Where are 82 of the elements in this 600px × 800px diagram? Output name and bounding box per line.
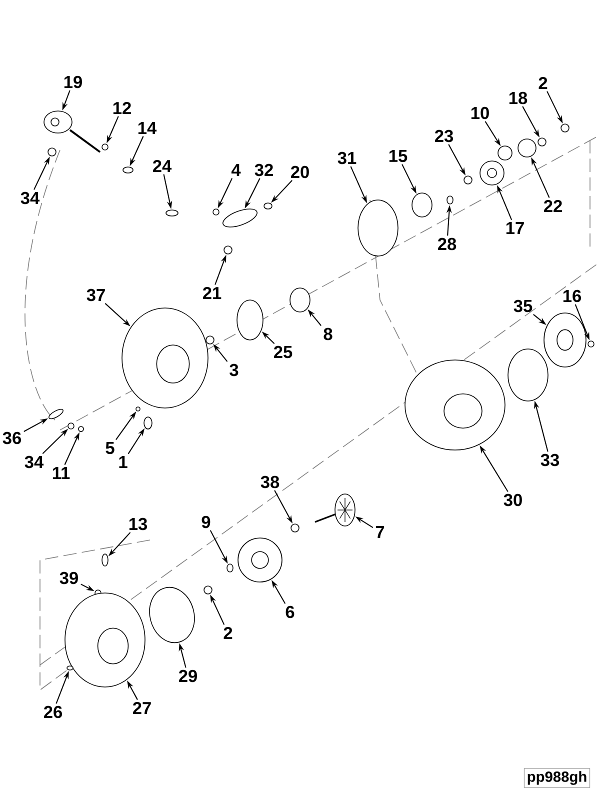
callout-number: 23	[434, 130, 454, 142]
part-outline	[206, 336, 214, 344]
part-outline	[560, 124, 570, 132]
part-outline	[212, 208, 220, 216]
callout-number: 19	[64, 76, 82, 88]
callout-number: 35	[514, 300, 532, 312]
wheel-drawing	[480, 160, 504, 186]
callout-number: 4	[231, 164, 241, 176]
part-outline	[538, 138, 546, 146]
callout-number: 22	[544, 200, 562, 212]
callout-number: 33	[540, 454, 560, 466]
part-outline	[224, 246, 232, 254]
callout-number: 34	[20, 192, 40, 204]
callout-number: 6	[286, 606, 294, 618]
housing-drawing	[64, 592, 146, 688]
callout-number: 14	[138, 122, 157, 134]
callout-number: 26	[44, 706, 62, 718]
callout-number: 10	[471, 106, 489, 120]
part-outline	[166, 210, 178, 216]
callout-number: 27	[132, 702, 151, 714]
actuator-drawing	[44, 110, 101, 153]
part-outline	[102, 144, 108, 150]
part-outline	[102, 554, 108, 566]
callout-number: 1	[119, 456, 128, 468]
part-outline	[66, 666, 74, 670]
part-outline	[264, 202, 272, 210]
part-outline	[508, 348, 548, 402]
housing-drawing	[404, 360, 506, 450]
callout-number: 18	[509, 92, 528, 104]
callout-number: 32	[254, 164, 273, 176]
callout-number: 13	[129, 518, 147, 530]
callout-number: 31	[338, 152, 356, 164]
callout-number: 25	[274, 346, 292, 358]
part-outline	[358, 200, 398, 256]
callout-number: 3	[230, 364, 238, 376]
part-outline	[226, 564, 234, 572]
part-outline	[290, 524, 300, 532]
callout-number: 11	[52, 467, 70, 479]
part-outline	[204, 586, 212, 594]
callout-number: 34	[24, 456, 44, 468]
part-outline	[122, 166, 134, 174]
part-outline	[290, 288, 310, 312]
callout-number: 28	[438, 238, 456, 250]
part-outline	[48, 408, 64, 420]
callout-number: 12	[113, 102, 131, 114]
callout-number: 9	[202, 516, 210, 528]
callout-number: 2	[538, 76, 548, 90]
callout-number: 39	[60, 572, 78, 584]
callout-number: 5	[106, 442, 114, 454]
part-outline	[144, 416, 152, 430]
part-outline	[412, 192, 432, 218]
part-outline	[446, 196, 454, 204]
part-outline	[464, 176, 472, 184]
part-outline	[68, 422, 74, 430]
callout-number: 17	[506, 222, 524, 234]
wheel-drawing	[238, 538, 282, 582]
part-outline	[518, 138, 536, 158]
part-outline	[498, 146, 512, 160]
part-outline	[149, 587, 195, 643]
part-outline	[78, 426, 84, 432]
callout-number: 37	[86, 288, 105, 302]
part-outline	[236, 300, 264, 340]
callout-number: 2	[224, 626, 232, 640]
part-outline	[222, 208, 258, 228]
housing-drawing	[122, 308, 208, 408]
callout-number: 24	[152, 160, 172, 172]
callout-number: 36	[2, 432, 21, 444]
callout-number: 21	[202, 286, 222, 300]
callout-number: 15	[389, 150, 408, 162]
callout-number: 16	[563, 290, 582, 302]
callout-number: 38	[260, 476, 280, 488]
part-outline	[136, 406, 140, 412]
callout-number: 8	[324, 328, 332, 340]
part-outline	[48, 148, 56, 156]
turbine-wheel-drawing	[314, 494, 356, 526]
callout-number: 20	[290, 166, 309, 178]
callout-number: 29	[178, 670, 197, 682]
figure-code-box: pp988gh	[524, 768, 590, 788]
part-outline	[588, 340, 594, 348]
callout-number: 30	[504, 494, 522, 506]
wheel-drawing	[544, 312, 586, 368]
callout-number: 7	[376, 526, 384, 538]
